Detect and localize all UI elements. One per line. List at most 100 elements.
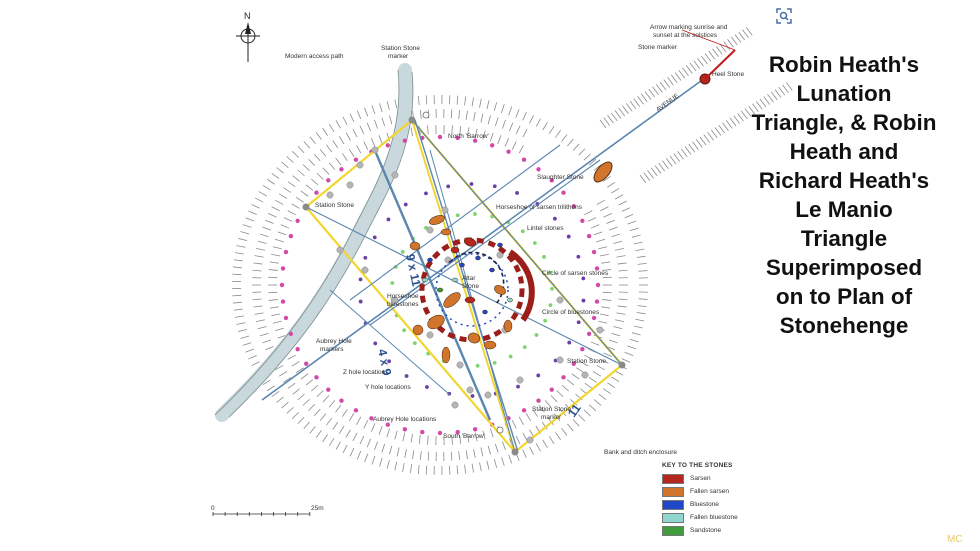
bank-hachure <box>316 172 324 180</box>
bank-hachure <box>621 207 631 212</box>
avenue-hachure <box>667 77 674 86</box>
bank-hachure <box>363 141 369 150</box>
bank-hachure <box>359 125 365 135</box>
y-holes-label: Y hole locations <box>365 384 412 391</box>
slaughter-stone-label: Slaughter Stone <box>537 174 584 181</box>
stone <box>436 287 444 293</box>
bank-hachure <box>335 441 341 450</box>
bank-hachure <box>542 122 548 131</box>
bank-hachure <box>535 118 541 127</box>
bank-hachure <box>378 426 383 435</box>
bank-hachure <box>464 464 467 474</box>
key-label: Sandstone <box>690 527 722 534</box>
bank-hachure <box>297 393 305 401</box>
bank-hachure <box>254 197 264 203</box>
avenue-hachure <box>689 62 697 72</box>
aubrey-hole <box>339 398 344 403</box>
bank-hachure <box>629 227 639 232</box>
aubrey-hole <box>353 157 359 162</box>
aubrey-hole <box>326 178 331 183</box>
bank-hachure <box>242 342 252 346</box>
bank-hachure <box>364 453 369 463</box>
bank-hachure <box>265 219 274 224</box>
bank-hachure <box>291 203 300 209</box>
bank-hachure <box>262 226 272 231</box>
bank-hachure <box>522 128 528 138</box>
z-hole <box>492 360 497 365</box>
bank-hachure <box>613 240 623 244</box>
triangle-label-4x9: 4 x 9 <box>375 348 394 377</box>
aubrey-hole <box>385 422 391 427</box>
bank-hachure <box>471 97 474 107</box>
bank-hachure <box>427 125 429 135</box>
bank-hachure <box>600 358 609 364</box>
bank-hachure <box>638 298 648 300</box>
bank-hachure <box>371 105 376 115</box>
bank-hachure <box>342 116 348 126</box>
bank-hachure <box>419 109 422 119</box>
bank-hachure <box>511 141 517 150</box>
bank-hachure <box>326 144 333 153</box>
lintel-stones-label: Lintel stones <box>527 225 564 232</box>
avenue-hachure <box>752 103 759 112</box>
bank-hachure <box>338 136 345 145</box>
junction-marker <box>484 391 492 399</box>
bank-hachure <box>283 187 292 193</box>
bank-hachure <box>302 399 310 406</box>
bank-hachure <box>567 138 574 147</box>
bank-hachure <box>253 305 263 308</box>
bank-hachure <box>616 312 626 315</box>
avenue-hachure <box>669 155 677 165</box>
bank-hachure <box>402 462 405 472</box>
station-stone-right <box>618 361 626 369</box>
bank-hachure <box>636 255 646 258</box>
key-swatch <box>662 473 684 484</box>
north-barrow-label: North 'Barrow' <box>448 133 489 140</box>
circle-sarsen-label: Circle of sarsen stones <box>542 270 609 277</box>
bank-hachure <box>280 224 290 229</box>
station-stone-marker-bottom-1: Station Stone <box>532 406 571 413</box>
avenue-hachure <box>692 141 699 150</box>
stone <box>451 277 459 283</box>
bank-hachure <box>233 259 243 262</box>
bank-hachure <box>580 361 589 367</box>
bank-hachure <box>572 419 580 427</box>
z-hole <box>522 345 527 349</box>
zoom-lens-button[interactable] <box>771 5 797 27</box>
y-hole <box>404 374 409 378</box>
bank-hachure <box>596 199 605 205</box>
bank-hachure <box>374 441 378 451</box>
circle-bluestones-label: Circle of bluestones <box>542 309 600 316</box>
title-line: Le Manio <box>795 197 893 222</box>
bank-hachure <box>335 120 341 129</box>
bank-hachure <box>281 161 289 169</box>
z-hole <box>455 213 460 218</box>
bank-hachure <box>606 219 615 224</box>
bank-hachure <box>394 430 398 440</box>
bank-hachure <box>364 107 369 117</box>
bank-hachure <box>550 395 558 403</box>
avenue-hachure <box>770 91 778 101</box>
bank-hachure <box>322 434 329 443</box>
y-hole <box>358 277 363 282</box>
bank-hachure <box>522 449 527 458</box>
bank-hachure <box>363 420 369 429</box>
horseshoe-bluestones-label-2: bluestones <box>387 301 419 308</box>
bank-hachure <box>629 338 639 343</box>
bank-hachure <box>572 143 580 151</box>
y-hole <box>386 217 391 222</box>
bank-hachure <box>370 423 376 432</box>
arrow-note-1: Arrow marking sunrise and <box>650 24 728 31</box>
bank-hachure <box>262 184 271 191</box>
avenue-hachure <box>700 55 708 65</box>
y-hole <box>515 191 519 195</box>
arrow-note-2: sunset at the solstices <box>653 32 718 39</box>
bank-hachure <box>381 443 386 453</box>
aubrey-hole <box>561 190 566 195</box>
bank-hachure <box>271 172 280 179</box>
avenue-hachure <box>727 39 734 48</box>
bank-hachure <box>338 425 345 434</box>
junction-marker <box>466 386 474 394</box>
bank-hachure <box>256 248 265 251</box>
bluestone-circle <box>435 253 509 327</box>
